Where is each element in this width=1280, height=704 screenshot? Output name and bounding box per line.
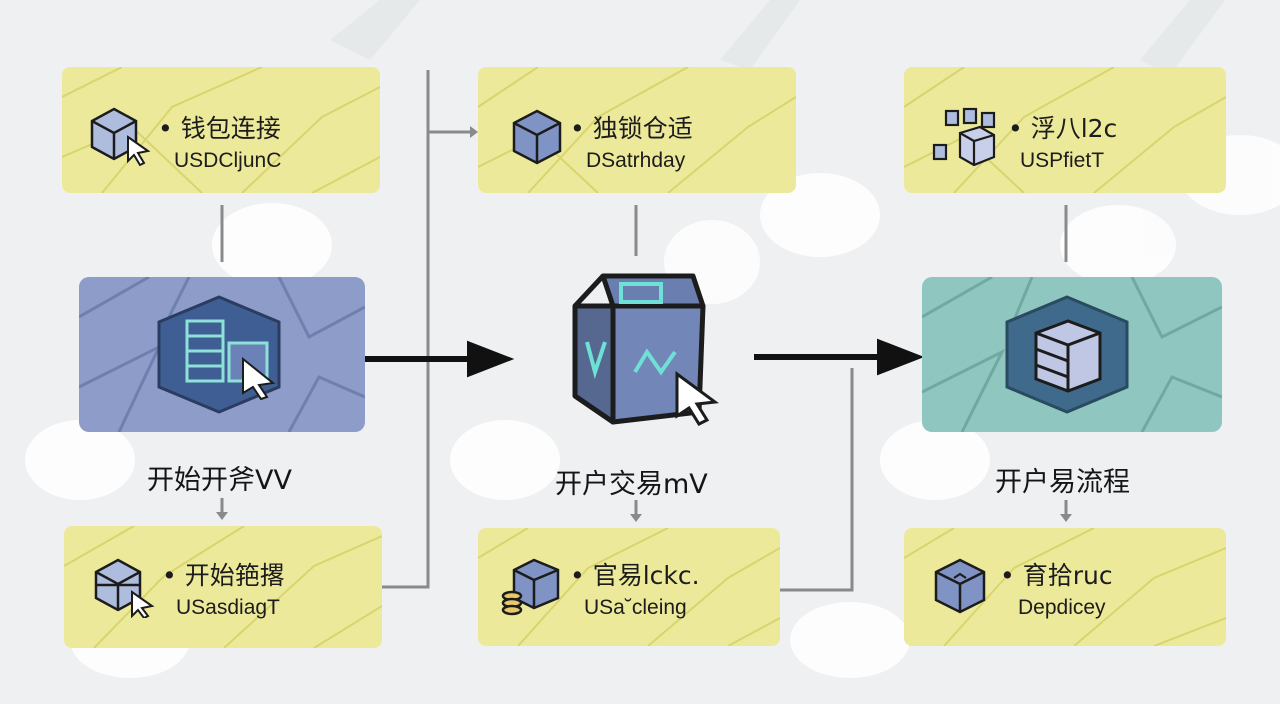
card-subtitle: USasdiagT [176,596,280,619]
step-card-start[interactable]: • 开始筢撂 USasdiagT [64,526,382,648]
card-subtitle: DSatrhday [586,149,686,172]
server-box-icon [1034,319,1102,393]
cube-cursor-icon [572,273,719,426]
step-panel-start[interactable] [79,277,365,432]
step-card-wallet-connect[interactable]: • 钱包连接 USDCljunC [62,67,380,193]
card-subtitle: USDCljunC [174,149,282,172]
step-card-cultivate[interactable]: • 育拾ruc Depdicey [904,528,1226,646]
card-title: • 开始筢撂 [162,561,285,590]
card-title: • 育拾ruc [1000,561,1113,590]
step-caption: 开户易流程 [995,467,1130,498]
step-caption: 开始开斧VV [147,465,292,496]
card-subtitle: Depdicey [1018,596,1106,619]
coins-cube-icon [501,558,560,616]
card-pattern [62,67,380,193]
server-cube-cursor-icon [185,319,276,401]
card-title: • 钱包连接 [158,114,281,143]
wallet-cube-cursor-icon [90,107,151,167]
cube-icon [512,109,562,165]
card-pattern [904,67,1226,193]
card-title: • 独锁仓适 [570,114,693,143]
card-pattern [64,526,382,648]
card-pattern [904,528,1226,646]
card-subtitle: USPfietT [1020,149,1105,172]
step-panel-flow[interactable] [922,277,1222,432]
cube-icon [934,558,986,614]
card-title: • 浮八l2c [1008,114,1118,143]
blocks-box-icon [932,107,996,167]
card-subtitle: USa˘cleing [584,596,687,619]
step-caption: 开户交易mV [555,469,708,500]
step-card-trade[interactable]: • 官易lckc. USa˘cleing [478,528,780,646]
step-card-lock[interactable]: • 独锁仓适 DSatrhday [478,67,796,193]
card-pattern [478,528,780,646]
wallet-cube-cursor-icon [94,558,155,618]
card-title: • 官易lckc. [570,561,700,590]
step-card-float[interactable]: • 浮八l2c USPfietT [904,67,1226,193]
card-pattern [478,67,796,193]
